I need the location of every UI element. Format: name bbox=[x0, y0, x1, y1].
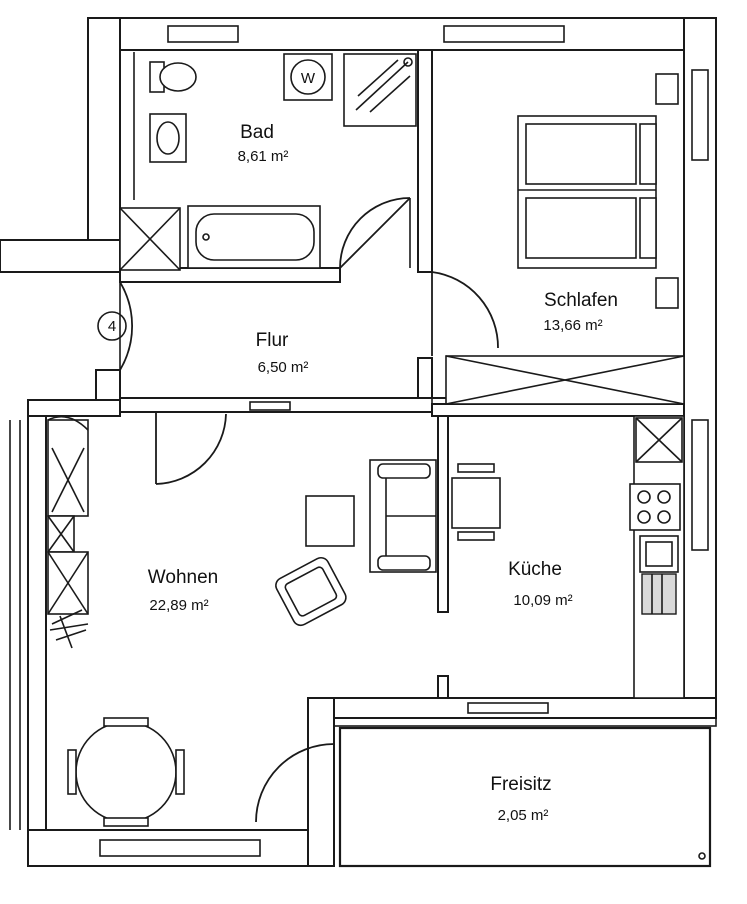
dining-chair-icon bbox=[451, 463, 501, 541]
sink-icon bbox=[149, 113, 187, 163]
toilet-icon bbox=[149, 61, 197, 93]
kueche-name: Küche bbox=[508, 559, 562, 580]
fridge-icon bbox=[635, 417, 683, 463]
bad-name: Bad bbox=[240, 122, 274, 143]
bathroom-fixtures: W bbox=[119, 52, 417, 271]
kitchen-sink-icon bbox=[639, 535, 679, 615]
wohnen-area: 22,89 m² bbox=[149, 597, 208, 614]
sofa-icon bbox=[369, 459, 437, 573]
stove-icon bbox=[629, 483, 681, 531]
washer-label: W bbox=[301, 70, 316, 87]
entrance-number: 4 bbox=[108, 318, 116, 335]
bedroom-fixtures bbox=[431, 73, 685, 405]
armchair-icon bbox=[275, 556, 347, 627]
schlafen-name: Schlafen bbox=[544, 290, 618, 311]
outer-walls bbox=[0, 17, 717, 867]
bathroom-door bbox=[339, 197, 411, 269]
washing-machine-icon: W bbox=[283, 53, 333, 101]
door-threshold bbox=[249, 401, 291, 411]
nightstand-icon bbox=[655, 73, 679, 105]
flur-area: 6,50 m² bbox=[258, 359, 309, 376]
living-room-fixtures bbox=[47, 415, 437, 827]
bad-area: 8,61 m² bbox=[238, 148, 289, 165]
flur-name: Flur bbox=[256, 330, 289, 351]
bathtub-icon bbox=[187, 205, 321, 269]
kitchen-fixtures bbox=[451, 415, 685, 699]
bedroom-door bbox=[431, 271, 499, 356]
nightstand-icon bbox=[655, 277, 679, 309]
side-table-icon bbox=[305, 495, 355, 547]
plant-icon bbox=[49, 609, 89, 649]
corner-marker bbox=[698, 852, 706, 860]
shower-icon bbox=[343, 53, 417, 127]
double-bed-icon bbox=[517, 115, 657, 269]
dining-table-icon bbox=[67, 717, 185, 827]
living-room-door bbox=[155, 412, 227, 485]
wardrobe-icon bbox=[431, 355, 685, 405]
kueche-area: 10,09 m² bbox=[513, 592, 572, 609]
balcony bbox=[333, 717, 717, 868]
entrance-marker bbox=[97, 311, 127, 341]
shaft-icon bbox=[119, 207, 181, 271]
shelf-icon bbox=[47, 415, 89, 615]
freisitz-area: 2,05 m² bbox=[498, 807, 549, 824]
schlafen-area: 13,66 m² bbox=[543, 317, 602, 334]
wohnen-name: Wohnen bbox=[148, 567, 218, 588]
balcony-door bbox=[255, 743, 335, 823]
entrance-door: 4 bbox=[97, 281, 134, 371]
room-labels: Bad 8,61 m² Schlafen 13,66 m² Flur 6,50 … bbox=[148, 122, 618, 824]
freisitz-name: Freisitz bbox=[490, 774, 551, 795]
